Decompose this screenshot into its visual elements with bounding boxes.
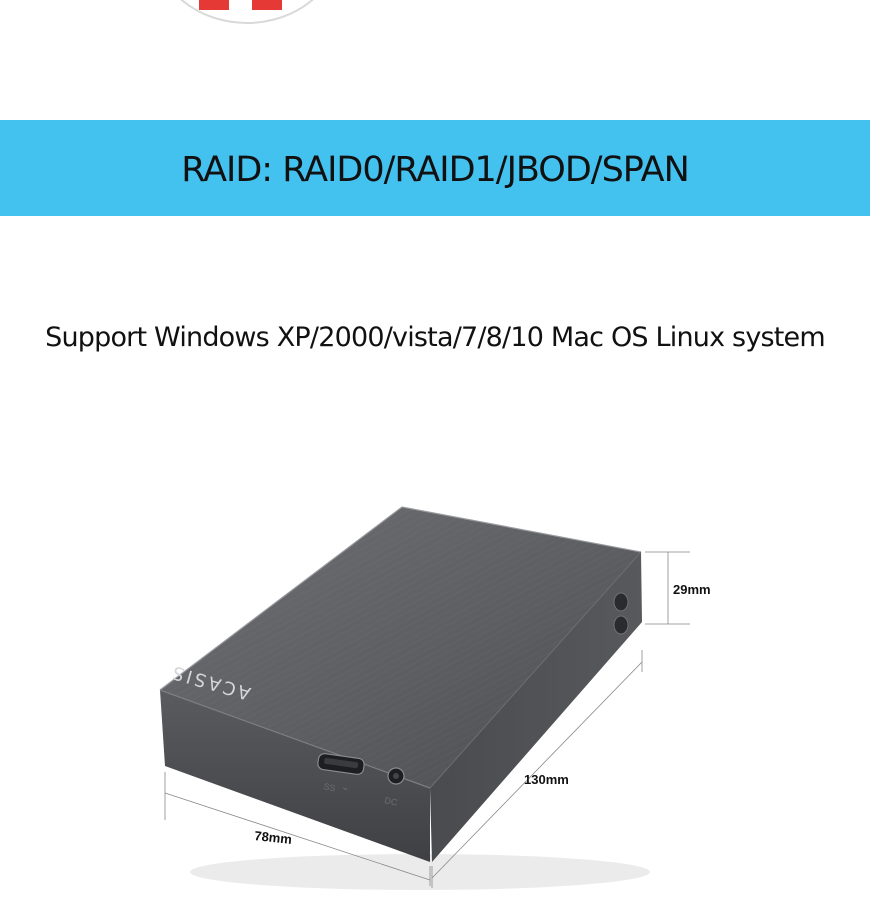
length-dimension — [431, 650, 643, 888]
product-shadow — [190, 854, 650, 890]
raid-banner-text: RAID: RAID0/RAID1/JBOD/SPAN — [181, 150, 690, 190]
led-indicator — [613, 592, 629, 612]
led-indicator — [613, 615, 629, 635]
usb-port-symbol: ⌁ — [342, 783, 349, 794]
width-dimension-label: 78mm — [254, 828, 293, 847]
height-dimension-label: 29mm — [673, 582, 711, 597]
raid-banner: RAID: RAID0/RAID1/JBOD/SPAN — [0, 120, 870, 216]
promo-badge — [155, 0, 339, 24]
dc-jack-label: DC — [384, 795, 399, 808]
length-dimension-label: 130mm — [524, 772, 569, 787]
product-image: ACASIS SS ⌁ DC 29mm 130mm 78mm — [159, 506, 711, 890]
usb-port-label: SS — [323, 781, 337, 793]
width-dimension — [164, 772, 431, 886]
badge-flag — [252, 0, 282, 10]
os-support-text: Support Windows XP/2000/vista/7/8/10 Mac… — [45, 322, 826, 353]
badge-flag — [199, 0, 229, 10]
height-dimension — [645, 551, 690, 625]
enclosure-front — [160, 690, 430, 862]
enclosure-side — [430, 552, 642, 862]
